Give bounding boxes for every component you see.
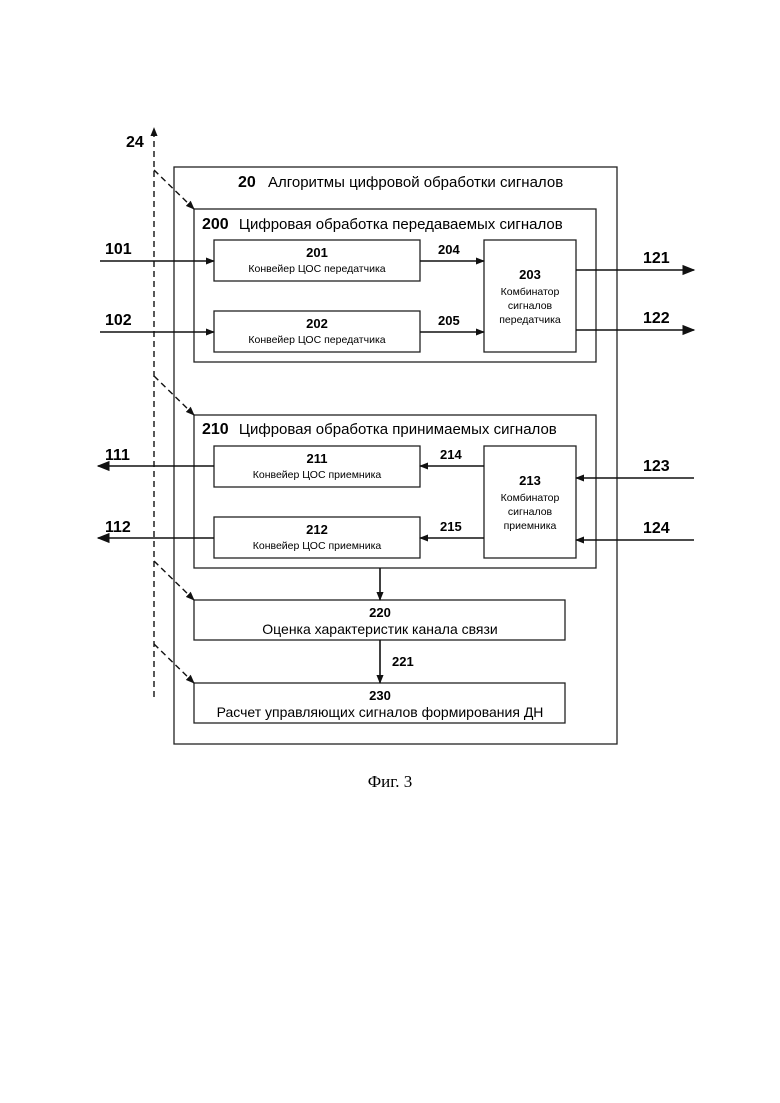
tx-combiner-203-num: 203: [519, 267, 541, 282]
signal-112: 112: [105, 519, 131, 536]
signal-24: 24: [126, 134, 144, 151]
signal-102: 102: [105, 312, 132, 329]
signal-111: 111: [105, 447, 130, 464]
tx-pipeline-202-label: Конвейер ЦОС передатчика: [248, 334, 385, 346]
rx-pipeline-212-num: 212: [306, 522, 328, 537]
tx-combiner-203-line1: Комбинатор: [501, 286, 560, 298]
rx-combiner-213-line3: приемника: [504, 520, 557, 532]
outer-block-title: 20 Алгоритмы цифровой обработки сигналов: [238, 174, 563, 191]
rx-combiner-213-line1: Комбинатор: [501, 492, 560, 504]
signal-204: 204: [438, 242, 460, 257]
signal-122: 122: [643, 310, 670, 327]
rx-combiner-213-line2: сигналов: [508, 506, 553, 518]
signal-214: 214: [440, 447, 462, 462]
rx-pipeline-211-label: Конвейер ЦОС приемника: [253, 469, 382, 481]
signal-221: 221: [392, 654, 414, 669]
signal-205: 205: [438, 313, 460, 328]
tx-pipeline-201-num: 201: [306, 245, 328, 260]
tx-combiner-203-line3: передатчика: [499, 314, 561, 326]
rx-combiner-213-num: 213: [519, 473, 541, 488]
rx-pipeline-211-num: 211: [307, 451, 328, 466]
block-220-label: Оценка характеристик канала связи: [262, 621, 497, 637]
signal-123: 123: [643, 458, 670, 475]
tx-combiner-203-line2: сигналов: [508, 300, 553, 312]
signal-124: 124: [643, 520, 670, 537]
signal-101: 101: [105, 241, 132, 258]
signal-121: 121: [643, 250, 670, 267]
block-220-num: 220: [369, 605, 391, 620]
signal-215: 215: [440, 519, 462, 534]
tx-block-title: 200 Цифровая обработка передаваемых сигн…: [202, 216, 563, 233]
block-230-label: Расчет управляющих сигналов формирования…: [217, 704, 544, 720]
tx-pipeline-202-num: 202: [306, 316, 328, 331]
rx-block-title: 210 Цифровая обработка принимаемых сигна…: [202, 421, 557, 438]
rx-pipeline-212-label: Конвейер ЦОС приемника: [253, 540, 382, 552]
tx-pipeline-201-label: Конвейер ЦОС передатчика: [248, 263, 385, 275]
block-230-num: 230: [369, 688, 391, 703]
figure-caption: Фиг. 3: [368, 772, 413, 791]
